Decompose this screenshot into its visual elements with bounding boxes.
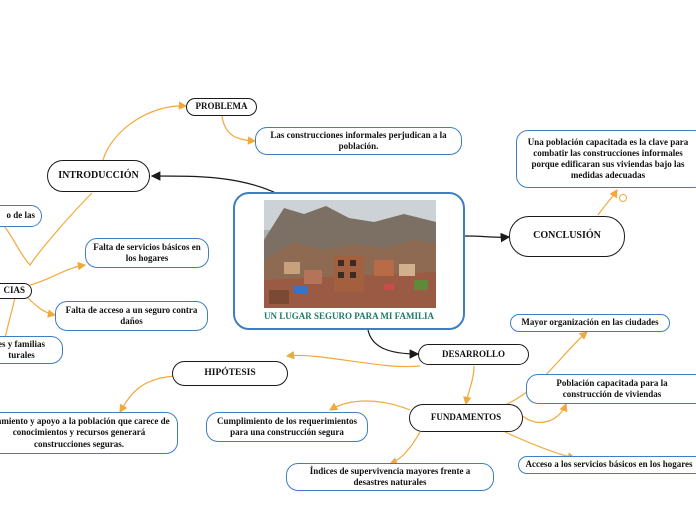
link-anchor-icon	[619, 194, 627, 202]
link-intro-left	[0, 192, 93, 266]
fundamento-poblacion-capacitada[interactable]: Población capacitada para la construcció…	[526, 374, 696, 404]
topic-introduccion[interactable]: INTRODUCCIÓN	[47, 160, 150, 192]
consecuencia-falta-servicios[interactable]: Falta de servicios básicos en los hogare…	[85, 238, 209, 268]
link-center-desarrollo	[367, 329, 420, 359]
link-intro-problema	[102, 101, 188, 161]
link-hipotesis-detalle	[119, 375, 177, 414]
link-fund-indices	[388, 431, 421, 466]
topic-problema[interactable]: PROBLEMA	[186, 98, 257, 116]
link-center-conclusion	[464, 232, 511, 243]
fundamento-mayor-organizacion[interactable]: Mayor organización en las ciudades	[510, 314, 670, 332]
link-problema-detalle	[221, 115, 257, 145]
fundamento-acceso-servicios[interactable]: Acceso a los servicios básicos en los ho…	[518, 456, 696, 474]
link-cias-familias	[4, 297, 16, 339]
link-desarrollo-fundamentos	[463, 365, 475, 406]
topic-conclusion[interactable]: CONCLUSIÓN	[509, 216, 625, 257]
intro-left-fragment[interactable]: o de las	[0, 205, 42, 227]
link-cias-servicios	[29, 261, 87, 286]
link-fund-acceso	[504, 431, 577, 461]
fundamento-cumplimiento[interactable]: Cumplimiento de los requerimientos para …	[206, 412, 368, 442]
topic-hipotesis[interactable]: HIPÓTESIS	[172, 361, 288, 386]
topic-fundamentos[interactable]: FUNDAMENTOS	[409, 404, 523, 432]
link-fund-mayor	[504, 331, 588, 406]
consecuencia-familias-fragment[interactable]: es y familias turales	[0, 336, 63, 364]
link-center-introduccion	[150, 171, 279, 195]
topic-consecuencias[interactable]: CIAS	[0, 283, 32, 299]
fundamento-indices-supervivencia[interactable]: Índices de supervivencia mayores frente …	[286, 463, 494, 491]
link-desarrollo-hipotesis	[285, 350, 421, 368]
problema-detalle[interactable]: Las construcciones informales perjudican…	[255, 127, 462, 155]
link-cias-seguro	[27, 297, 57, 318]
conclusion-detalle[interactable]: Una población capacitada es la clave par…	[516, 130, 696, 188]
central-topic-title: UN LUGAR SEGURO PARA MI FAMILIA	[264, 311, 434, 321]
link-fund-cumplimiento	[328, 400, 411, 411]
hillside-housing-photo	[264, 200, 436, 308]
topic-desarrollo[interactable]: DESARROLLO	[418, 344, 529, 365]
consecuencia-falta-seguro[interactable]: Falta de acceso a un seguro contra daños	[55, 301, 208, 331]
link-conclusion-detalle	[597, 188, 618, 216]
link-fund-poblacion	[520, 402, 568, 423]
hipotesis-detalle[interactable]: oramiento y apoyo a la población que car…	[0, 412, 178, 454]
central-topic[interactable]: UN LUGAR SEGURO PARA MI FAMILIA	[233, 192, 465, 330]
